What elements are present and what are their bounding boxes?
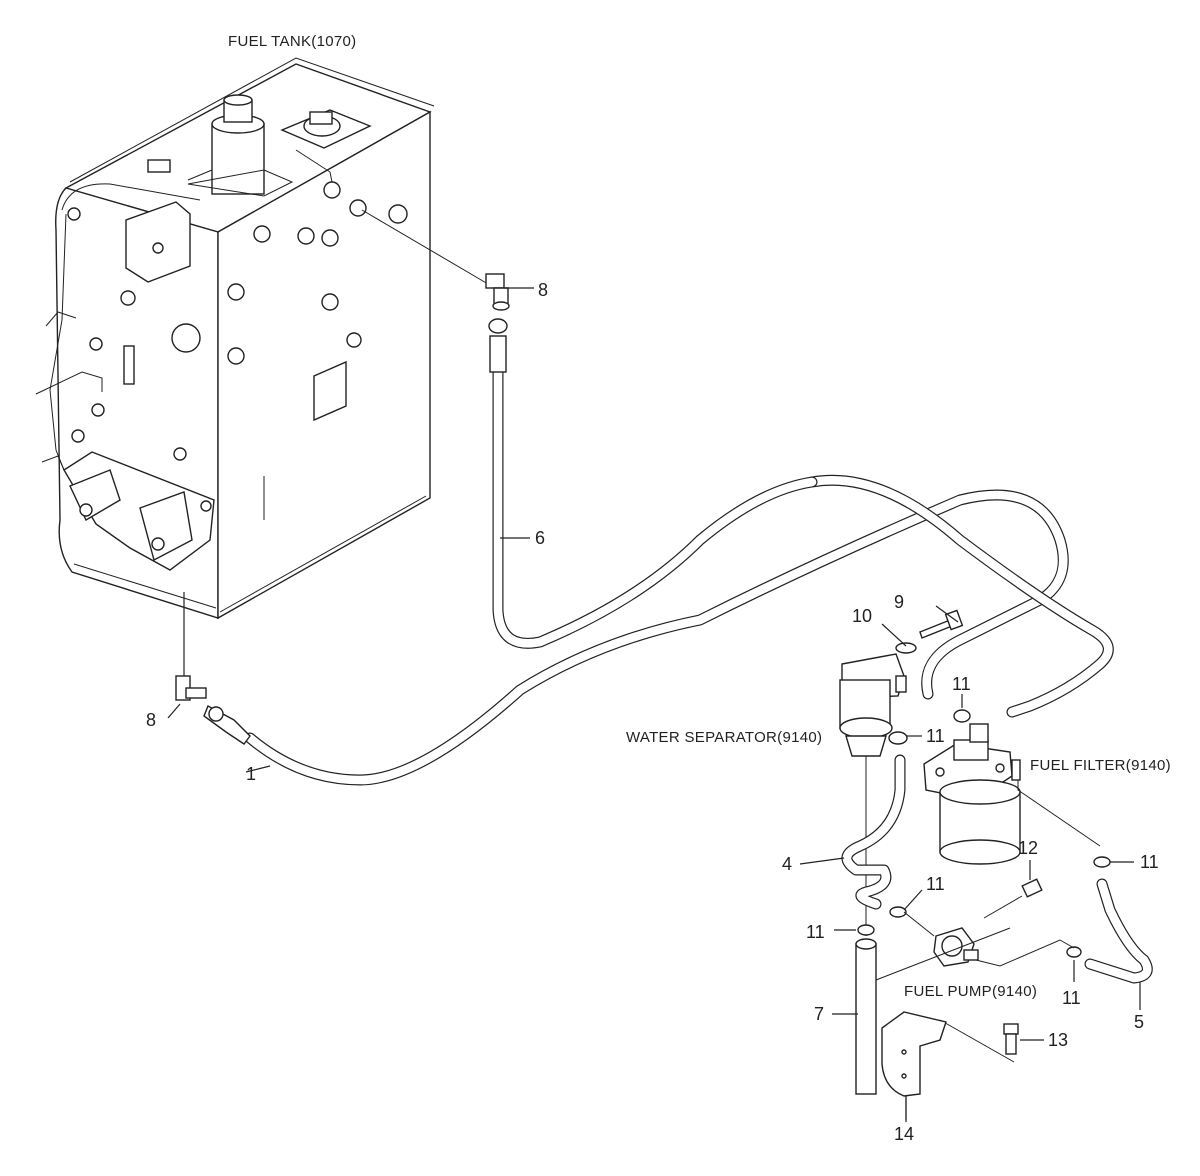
water-separator <box>839 653 907 936</box>
hose-4 <box>841 754 906 910</box>
bolt-13 <box>1003 1023 1019 1055</box>
callout-7: 7 <box>814 1004 824 1024</box>
callout-11-separator: 11 <box>926 726 945 746</box>
label-fuel-filter: FUEL FILTER(9140) <box>1030 757 1171 774</box>
callout-1: 1 <box>246 764 256 784</box>
washer-10 <box>895 642 917 654</box>
elbow-fitting-8-bottom <box>175 675 251 745</box>
callout-11-pump-in: 11 <box>926 874 945 894</box>
callout-11-pump-out: 11 <box>1062 988 1081 1008</box>
clamp-11f <box>857 924 875 936</box>
clamp-11b <box>889 906 907 918</box>
pipe-7 <box>855 938 877 1095</box>
clamp-11c <box>953 709 971 723</box>
callout-8-bottom: 8 <box>146 710 156 730</box>
callout-11-pipe: 11 <box>806 922 825 942</box>
label-water-separator: WATER SEPARATOR(9140) <box>626 729 822 746</box>
callout-12: 12 <box>1018 838 1038 858</box>
callout-9: 9 <box>894 592 904 612</box>
clamp-11d <box>1093 856 1111 868</box>
bolt-12 <box>983 878 1043 919</box>
label-fuel-pump: FUEL PUMP(9140) <box>904 983 1037 1000</box>
callout-10: 10 <box>852 606 872 626</box>
clamp-11e <box>1066 946 1082 958</box>
leader-lines <box>167 287 1141 1122</box>
fuel-pump <box>875 911 1075 1063</box>
callout-4: 4 <box>782 854 792 874</box>
fuel-tank <box>35 57 435 620</box>
hose-1 <box>244 489 1069 786</box>
callout-8-top: 8 <box>538 280 548 300</box>
callout-11-filter: 11 <box>1140 852 1159 872</box>
bracket-14 <box>881 1011 947 1097</box>
hose-6 <box>488 318 818 649</box>
label-fuel-tank: FUEL TANK(1070) <box>228 33 356 50</box>
callout-6: 6 <box>535 528 545 548</box>
clamp-11a <box>888 731 908 745</box>
callout-5: 5 <box>1134 1012 1144 1032</box>
fuel-filter <box>923 723 1101 865</box>
return-line <box>806 474 1114 718</box>
hose-5 <box>1084 878 1153 984</box>
bolt-9 <box>919 609 964 639</box>
elbow-fitting-8-top <box>361 209 510 311</box>
callout-13: 13 <box>1048 1030 1068 1050</box>
callout-14: 14 <box>894 1124 914 1144</box>
callout-11-top: 11 <box>952 674 971 694</box>
